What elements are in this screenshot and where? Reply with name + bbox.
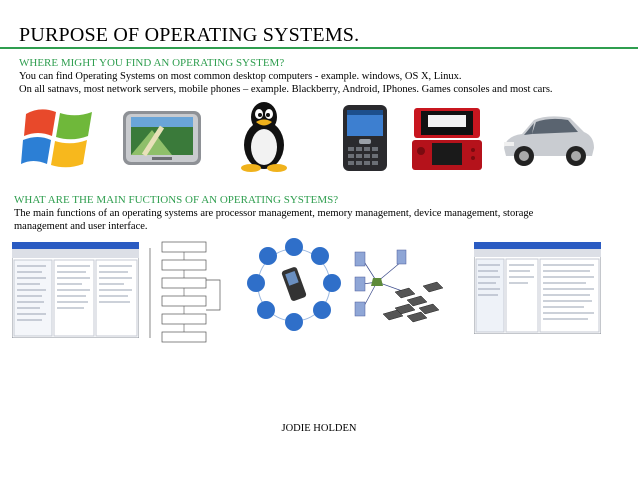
car-icon [504, 116, 594, 166]
storage-network-diagram [354, 249, 444, 323]
page-title: PURPOSE OF OPERATING SYSTEMS. [19, 24, 360, 46]
satnav-icon [123, 111, 201, 165]
memory-hierarchy-diagram [149, 241, 221, 343]
linux-penguin-icon [241, 102, 287, 172]
section1-text-line1: You can find Operating Systems on most c… [19, 71, 462, 82]
section2-heading: WHAT ARE THE MAIN FUCTIONS OF AN OPERATI… [14, 194, 339, 206]
blackberry-phone-icon [343, 105, 387, 171]
section2-text-line1: The main functions of an operating syste… [14, 208, 534, 219]
section2-text-line2: management and user interface. [14, 221, 148, 232]
section1-text-line2: On all satnavs, most network servers, mo… [19, 84, 553, 95]
nintendo-3ds-icon [412, 108, 482, 170]
author-name: JODIE HOLDEN [281, 423, 357, 434]
device-management-diagram [247, 238, 341, 331]
section1-heading: WHERE MIGHT YOU FIND AN OPERATING SYSTEM… [19, 57, 285, 69]
control-panel-screenshot [474, 242, 601, 334]
title-divider [0, 47, 638, 49]
windows-logo-icon [21, 109, 92, 168]
task-manager-screenshot [12, 242, 139, 338]
